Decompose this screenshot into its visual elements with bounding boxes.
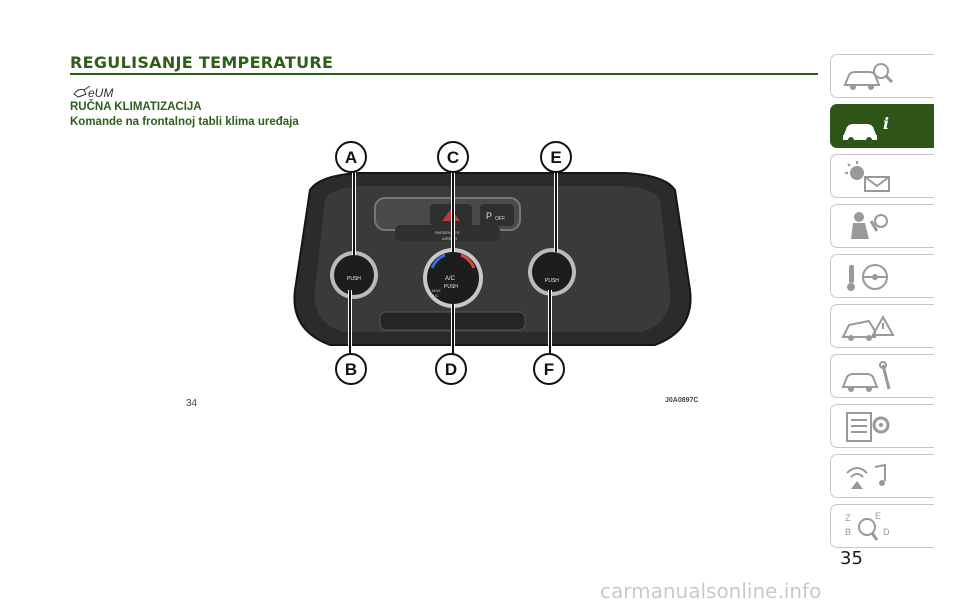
callout-d-label: D [445,360,457,379]
max-label: MAX [432,288,441,293]
tab-technical-specifications[interactable] [830,404,934,448]
tab-starting-operating[interactable] [830,254,934,298]
svg-text:D: D [883,527,890,537]
figure-caption: Komande na frontalnoj tabli klima uređaj… [70,116,299,128]
callout-a-circle [335,141,367,173]
svg-text:eUM: eUM [88,86,113,100]
svg-text:i: i [883,114,889,133]
car-service-tools-icon [841,361,891,392]
ignition-steering-wheel-icon [847,264,888,291]
callout-f-label: F [544,360,554,379]
index-search-icon: Z E B D [845,511,890,541]
knob-f-push-label: PUSH [545,278,559,284]
callout-c-circle [437,141,469,173]
knob-d-push-label: PUSH [444,284,458,290]
max-ac-label: A/C [432,293,439,298]
safety-seat-airbag-icon [851,212,888,239]
tab-servicing-maintenance[interactable] [830,354,934,398]
airbag-label: AIRBAG [442,236,457,241]
callout-f-circle [533,353,565,385]
car-info-icon: i [843,114,889,143]
tab-safety[interactable] [830,204,934,248]
warm-arc-icon [460,253,476,269]
park-assist-off-label: OFF [495,216,505,222]
section-heading: RUČNA KLIMATIZACIJA [70,101,202,113]
warning-light-message-icon [845,161,890,192]
left-page-number: 34 [186,398,198,409]
knob-d-temperature [427,252,479,304]
callout-d-circle [435,353,467,385]
hazard-car-icon [841,314,895,341]
climate-control-panel-figure: P OFF PASSENGER AIRBAG PUSH A/C PUSH MAX… [293,141,692,385]
multimedia-icon [846,463,886,489]
tab-index[interactable]: Z E B D [830,504,934,548]
park-assist-label: P [486,211,492,221]
svg-text:B: B [845,527,851,537]
callout-e-circle [540,141,572,173]
title-rule [70,73,818,75]
watermark: carmanualsonline.info [600,579,822,603]
knob-a-push-label: PUSH [347,276,361,282]
callout-e-label: E [550,148,561,167]
airbag-indicator-strip [395,225,500,241]
right-page-number: 35 [840,548,863,569]
specifications-gear-icon [846,412,890,442]
callout-b-label: B [345,360,357,379]
figure-code: J0A0897C [665,397,699,404]
knob-a-fan-speed [334,255,374,295]
tab-warning-lights[interactable] [830,154,934,198]
svg-text:E: E [875,511,881,521]
car-magnifier-icon [843,63,894,90]
passenger-label: PASSENGER [435,230,460,235]
knob-d-ac-label: A/C [445,276,456,282]
svg-text:Z: Z [845,513,851,523]
cool-arc-icon [430,253,446,269]
tab-vehicle-info[interactable]: i [830,104,934,148]
page-title: REGULISANJE TEMPERATURE [70,53,334,72]
tab-in-case-of-emergency[interactable] [830,304,934,348]
tab-getting-to-know-vehicle[interactable] [830,54,934,98]
callout-b-circle [335,353,367,385]
ecu-hand-icon: eUM [73,85,113,100]
park-assist-button [480,204,514,226]
tab-multimedia[interactable] [830,454,934,498]
knob-f-mode [532,252,572,292]
callout-a-label: A [345,148,357,167]
callout-c-label: C [447,148,459,167]
